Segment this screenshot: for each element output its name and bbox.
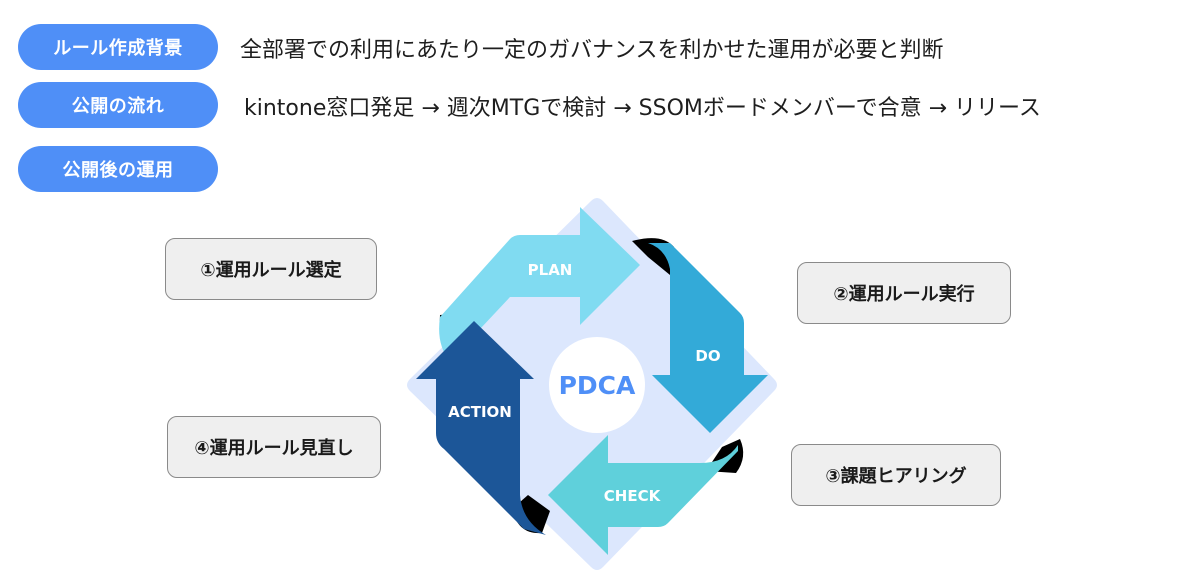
callout-text: ③課題ヒアリング	[825, 466, 967, 487]
callout-text: ④運用ルール見直し	[194, 438, 354, 459]
callout-issue-hearing: ③課題ヒアリング	[791, 444, 1001, 506]
pill-background: ルール作成背景	[18, 24, 218, 70]
pdca-center-label: PDCA	[559, 371, 636, 400]
release-flow-description: kintone窓口発足 → 週次MTGで検討 → SSOMボードメンバーで合意 …	[244, 96, 1041, 121]
plan-label: PLAN	[528, 261, 573, 279]
do-label: DO	[695, 347, 720, 365]
do-arrow	[648, 243, 768, 433]
callout-text: ②運用ルール実行	[833, 284, 975, 305]
action-label: ACTION	[448, 403, 512, 421]
callout-review-rules: ④運用ルール見直し	[167, 416, 381, 478]
pdca-cycle-diagram: PDCA PLAN DO CHECK ACTION	[407, 198, 777, 570]
callout-execute-rules: ②運用ルール実行	[797, 262, 1011, 324]
check-label: CHECK	[604, 487, 662, 505]
check-arrow	[548, 435, 738, 555]
pill-release-flow: 公開の流れ	[18, 82, 218, 128]
pill-post-release-operation: 公開後の運用	[18, 146, 218, 192]
action-arrow	[416, 321, 546, 535]
plan-arrow	[439, 207, 640, 361]
callout-select-rules: ①運用ルール選定	[165, 238, 377, 300]
callout-text: ①運用ルール選定	[200, 260, 342, 281]
pdca-center-circle	[549, 337, 645, 433]
background-description: 全部署での利用にあたり一定のガバナンスを利かせた運用が必要と判断	[240, 38, 944, 63]
